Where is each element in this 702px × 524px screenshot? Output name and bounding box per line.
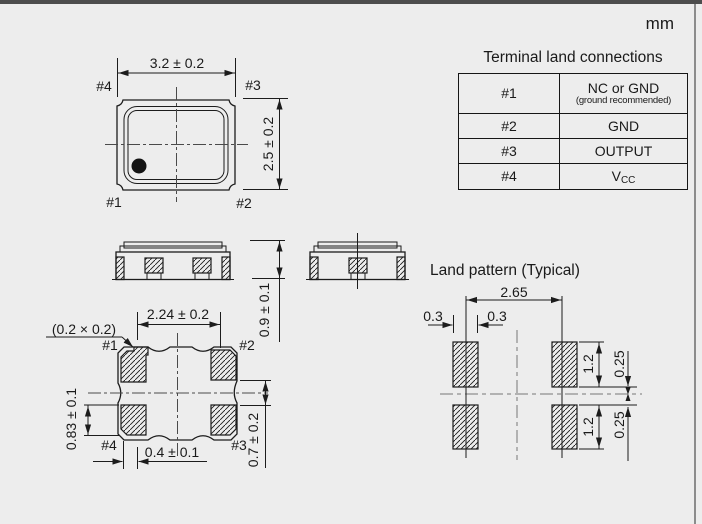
land-pattern-pitch-dim: 2.65 [500, 284, 527, 300]
pin-cell: #3 [458, 138, 560, 164]
bottom-view-pin3-label: #3 [231, 437, 247, 453]
bottom-view-pin4-label: #4 [101, 437, 117, 453]
unit-label: mm [645, 14, 674, 33]
top-view-pin3-label: #3 [245, 77, 261, 93]
pin-cell: #4 [458, 162, 560, 191]
top-view-width-dim: 3.2 ± 0.2 [150, 55, 205, 71]
side-view-height-dim-group: 0.9 ± 0.1 [250, 240, 285, 342]
value-cell: VCC [559, 162, 688, 191]
side-view-side [306, 233, 409, 289]
land-pattern-gap-bottom-dim: 0.25 [611, 411, 627, 438]
table-row: #3 OUTPUT [458, 138, 688, 164]
top-view-pin2-label: #2 [236, 195, 252, 211]
land-pattern: 2.65 0.3 0.3 1.2 1.2 0.25 0.25 [423, 284, 642, 461]
terminal-land-connections-table: #1 NC or GND (ground recommended) #2 GND… [458, 72, 688, 191]
top-view-pin4-label: #4 [96, 78, 112, 94]
bottom-view-gap-dim: 0.7 ± 0.2 [245, 413, 261, 468]
top-view: 3.2 ± 0.2 2.5 ± 0.2 #4 #3 #1 #2 [96, 55, 288, 211]
pin-cell: #2 [458, 113, 560, 140]
pin-cell: #1 [458, 72, 560, 115]
bottom-view-pin2-label: #2 [239, 337, 255, 353]
side-view-front [112, 241, 234, 281]
terminal-table-title: Terminal land connections [483, 49, 663, 66]
pin1-index-dot [131, 158, 147, 174]
table-row: #1 NC or GND (ground recommended) [458, 72, 688, 115]
top-view-pin1-label: #1 [106, 194, 122, 210]
bottom-view-pin1-label: #1 [102, 337, 118, 353]
land-pattern-title: Land pattern (Typical) [430, 262, 580, 279]
pin4-function-subscript: CC [620, 174, 636, 186]
land-pattern-right-offset-dim: 0.3 [487, 308, 507, 324]
page-right-border [694, 4, 696, 524]
window-top-bar [0, 0, 702, 4]
pin1-function-note: (ground recommended) [575, 95, 672, 107]
table-row: #2 GND [458, 113, 688, 140]
bottom-view-pad-height-dim: 0.83 ± 0.1 [63, 388, 79, 450]
value-cell: OUTPUT [559, 138, 688, 164]
land-pattern-pad-height-top-dim: 1.2 [580, 354, 596, 374]
land-pattern-left-offset-dim: 0.3 [423, 308, 443, 324]
pin1-function: NC or GND [587, 80, 660, 97]
land-pattern-gap-top-dim: 0.25 [611, 350, 627, 377]
bottom-view-index-cut-label: (0.2 × 0.2) [52, 321, 116, 337]
table-row: #4 VCC [458, 162, 688, 191]
bottom-view-pad-span-dim: 2.24 ± 0.2 [147, 306, 209, 322]
pin4-function: V [611, 167, 621, 184]
bottom-view-corner-dim: 0.4 ± 0.1 [145, 444, 200, 460]
top-view-height-dim: 2.5 ± 0.2 [260, 117, 276, 172]
bottom-view: (0.2 × 0.2) #1 #2 #4 #3 2.24 ± 0.2 0.83 … [46, 306, 271, 469]
land-pattern-pad-height-bottom-dim: 1.2 [580, 417, 596, 437]
side-view-height-dim: 0.9 ± 0.1 [256, 283, 272, 338]
value-cell: GND [559, 113, 688, 140]
value-cell: NC or GND (ground recommended) [559, 72, 688, 115]
